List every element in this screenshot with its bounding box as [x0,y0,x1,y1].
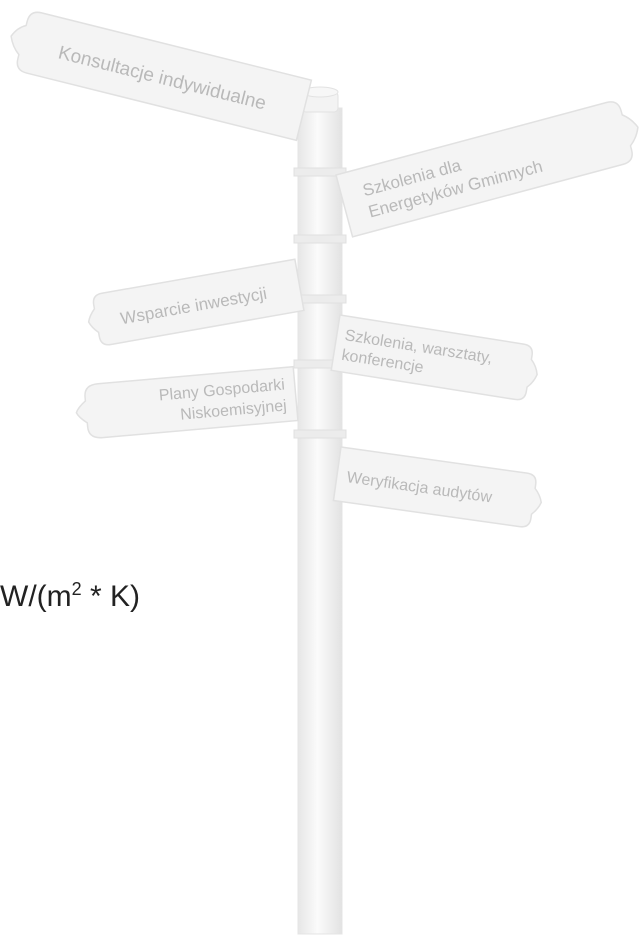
unit-label-exponent: 2 [71,579,82,599]
unit-label: W/(m2 * K) [0,580,140,614]
unit-label-suffix: * K) [81,580,141,613]
sign-workshops: Szkolenia, warsztaty, konferencje [330,314,538,401]
sign-consultations: Konsultacje indywidualne [10,11,313,142]
sign-investment-support: Wsparcie inwestycji [87,258,305,346]
unit-label-prefix: W/(m [0,580,72,613]
sign-low-emission-plans: Plany Gospodarki Niskoemisyjnej [75,365,299,439]
signpost-pole [293,86,347,935]
sign-audit-verification: Weryfikacja audytów [332,446,543,528]
sign-energy-training: Szkolenia dla Energetyków Gminnych [335,101,639,238]
